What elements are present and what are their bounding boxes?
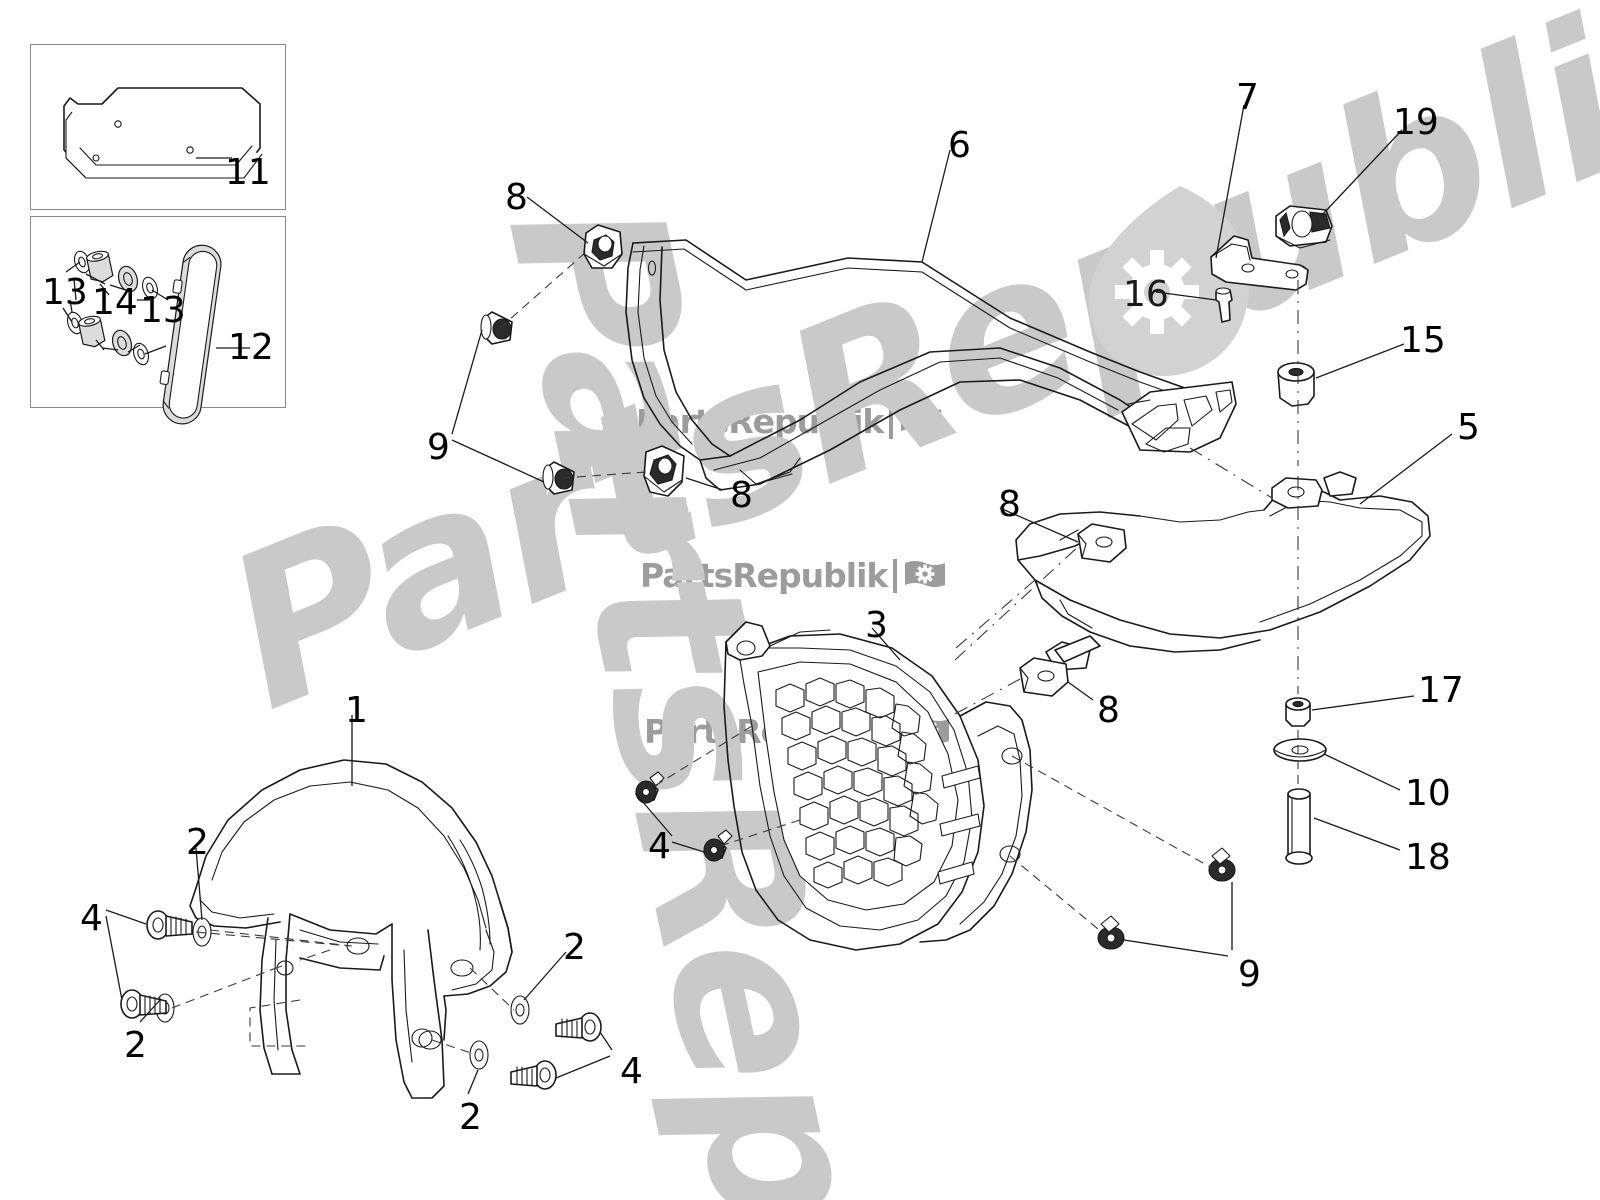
callout-1: 1 bbox=[345, 690, 368, 731]
inset-part-12-13-14-drawing bbox=[62, 244, 250, 425]
part-2-grommet-c bbox=[510, 995, 530, 1025]
callout-8-lower-left: 8 bbox=[730, 475, 753, 516]
callout-8-lower-right: 8 bbox=[1097, 690, 1120, 731]
callout-15: 15 bbox=[1400, 320, 1446, 361]
callout-5: 5 bbox=[1457, 407, 1480, 448]
part-8-clip-upper-left bbox=[583, 224, 623, 269]
part-8-clip-lower-left bbox=[643, 445, 685, 497]
part-9-rivet-d bbox=[1097, 915, 1125, 950]
inset-part-11-drawing bbox=[63, 87, 263, 179]
callout-3: 3 bbox=[865, 605, 888, 646]
part-9-rivet-c bbox=[1208, 847, 1236, 882]
callout-16: 16 bbox=[1123, 274, 1169, 315]
callout-13-right: 13 bbox=[140, 290, 186, 331]
part-15-spacer-drawing bbox=[1277, 362, 1315, 407]
part-4-screw-c bbox=[146, 910, 193, 940]
callout-12: 12 bbox=[228, 327, 274, 368]
callout-17: 17 bbox=[1418, 670, 1464, 711]
part-19-cable-clip-drawing bbox=[1275, 205, 1333, 249]
part-8-bar-clip bbox=[1054, 635, 1101, 663]
gear-icon bbox=[905, 560, 946, 591]
callout-2-c: 2 bbox=[124, 1025, 147, 1066]
part-2-grommet-d bbox=[469, 1040, 489, 1070]
callout-19: 19 bbox=[1393, 102, 1439, 143]
part-17-bush-drawing bbox=[1285, 697, 1311, 727]
inset-box-parts-12-13-14 bbox=[30, 216, 286, 408]
callout-18: 18 bbox=[1405, 837, 1451, 878]
part-4-screw-b bbox=[703, 829, 733, 862]
callout-2-a: 2 bbox=[186, 822, 209, 863]
part-18-pin-drawing bbox=[1285, 788, 1313, 865]
callout-4-duct: 4 bbox=[648, 826, 671, 867]
callout-8-mid-right: 8 bbox=[998, 484, 1021, 525]
callout-11: 11 bbox=[225, 152, 271, 193]
part-16-rivet-drawing bbox=[1215, 287, 1233, 323]
part-9-rivet-a bbox=[480, 311, 513, 345]
part-8-clip-lower-right bbox=[1019, 657, 1069, 697]
callout-7: 7 bbox=[1236, 77, 1259, 118]
callout-9-bottom-right: 9 bbox=[1238, 954, 1261, 995]
callout-2-b: 2 bbox=[563, 927, 586, 968]
part-10-washer-drawing bbox=[1273, 738, 1327, 762]
inset-box-part-11 bbox=[30, 44, 286, 210]
callout-13-left: 13 bbox=[42, 272, 88, 313]
gear-icon bbox=[901, 406, 942, 437]
part-6-rear-mudguard-drawing bbox=[625, 239, 1237, 491]
part-4-screw-e bbox=[555, 1012, 602, 1042]
part-3-air-duct-grille-drawing bbox=[723, 621, 1033, 951]
callout-8-upper-left: 8 bbox=[505, 177, 528, 218]
callout-10: 10 bbox=[1405, 773, 1451, 814]
part-8-clip-mid-right bbox=[1077, 523, 1127, 563]
callout-6: 6 bbox=[948, 125, 971, 166]
assembly-axis-lines bbox=[171, 251, 1299, 1055]
callout-4-right: 4 bbox=[620, 1051, 643, 1092]
watermark-small-1: PartsRepublik bbox=[636, 402, 942, 441]
callout-4-left: 4 bbox=[80, 898, 103, 939]
watermark-small-2: PartsRepublik bbox=[640, 556, 946, 595]
part-9-rivet-b bbox=[542, 461, 575, 495]
part-4-screw-d bbox=[120, 989, 167, 1019]
callout-9-left: 9 bbox=[427, 427, 450, 468]
callout-2-d: 2 bbox=[459, 1097, 482, 1138]
callout-14: 14 bbox=[92, 282, 138, 323]
part-4-screw-f bbox=[510, 1060, 557, 1090]
part-1-front-mudguard-drawing bbox=[189, 759, 513, 1099]
